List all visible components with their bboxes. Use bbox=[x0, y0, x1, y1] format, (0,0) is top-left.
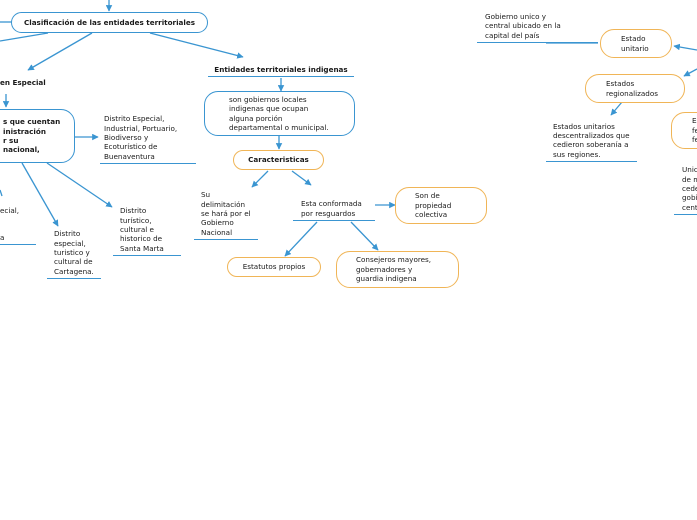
node-distrito-buenaventura[interactable]: Distrito Especial, Industrial, Portuario… bbox=[100, 114, 196, 164]
connector bbox=[251, 170, 269, 188]
connector bbox=[350, 221, 379, 251]
connector bbox=[46, 162, 113, 208]
connector bbox=[610, 101, 623, 116]
node-estado-federal-fragment[interactable]: Es fe fe bbox=[671, 112, 697, 149]
node-estatutos[interactable]: Estatutos propios bbox=[227, 257, 321, 277]
node-union-fragment[interactable]: Unic de m cede gobi cent bbox=[674, 165, 697, 215]
connector bbox=[673, 43, 697, 51]
connector bbox=[0, 189, 3, 197]
node-estado-unitario[interactable]: Estado unitario bbox=[600, 29, 672, 58]
node-regimen-especial[interactable]: en Especial bbox=[0, 78, 46, 88]
node-propiedad-colectiva[interactable]: Son de propiedad colectiva bbox=[395, 187, 487, 224]
node-estados-regionalizados[interactable]: Estados regionalizados bbox=[585, 74, 685, 103]
node-conformada[interactable]: Esta conformada por resguardos bbox=[293, 194, 375, 221]
connector bbox=[27, 32, 93, 71]
node-left-fragment-1[interactable]: ecial, bbox=[0, 206, 20, 216]
node-clasificacion[interactable]: Clasificación de las entidades territori… bbox=[11, 12, 208, 33]
node-caracteristicas[interactable]: Caracteristicas bbox=[233, 150, 324, 170]
node-entidades-indigenas[interactable]: Entidades territoriales indigenas bbox=[208, 61, 354, 77]
node-left-fragment-2[interactable]: a bbox=[0, 232, 36, 245]
node-delimitacion[interactable]: Su delimitación se hará por el Gobierno … bbox=[194, 190, 258, 240]
connector bbox=[284, 221, 318, 257]
connector bbox=[149, 32, 244, 59]
connector-lines bbox=[0, 0, 697, 257]
node-estados-unitarios-desc[interactable]: Estados unitarios descentralizados que c… bbox=[546, 119, 637, 162]
connector bbox=[0, 32, 49, 42]
connector bbox=[683, 68, 697, 77]
node-consejeros[interactable]: Consejeros mayores, gobernadores y guard… bbox=[336, 251, 459, 288]
node-distrito-santa-marta[interactable]: Distrito turístico, cultural e historico… bbox=[113, 206, 181, 256]
node-gobierno-unico[interactable]: Gobierno unico y central ubicado en la c… bbox=[477, 11, 598, 43]
node-distritos-box[interactable]: s que cuentan inistración r su nacional, bbox=[0, 109, 75, 163]
node-gobiernos-locales[interactable]: son gobiernos locales indigenas que ocup… bbox=[204, 91, 355, 136]
connector bbox=[21, 162, 59, 227]
connector bbox=[291, 170, 312, 186]
node-distrito-cartagena[interactable]: Distrito especial, turistico y cultural … bbox=[47, 229, 101, 279]
